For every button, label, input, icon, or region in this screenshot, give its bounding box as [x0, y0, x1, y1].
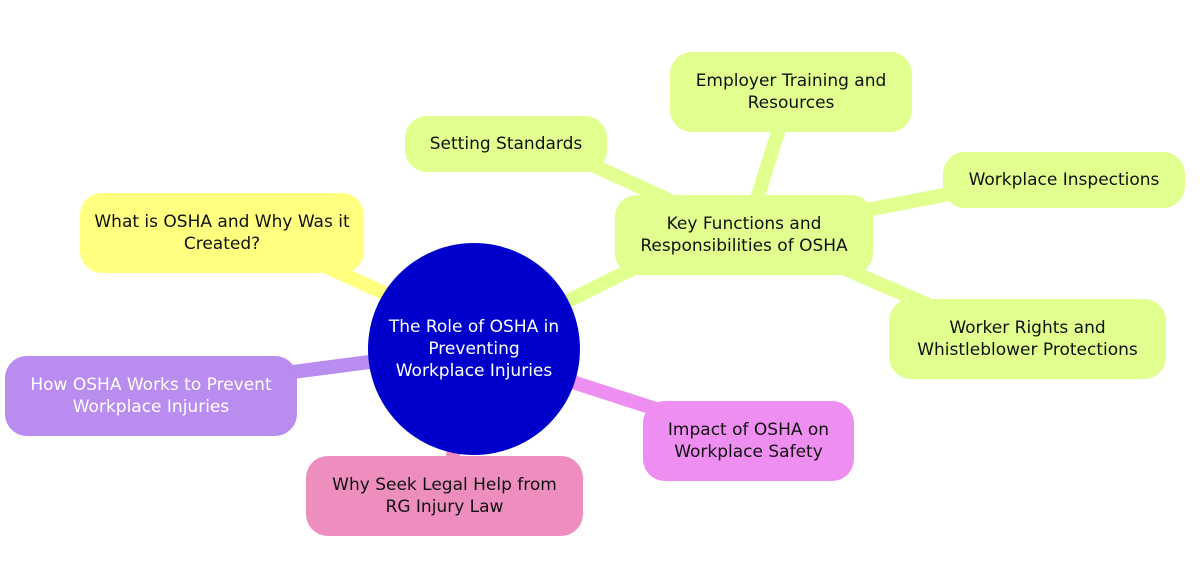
node-impact-label: Impact of OSHA on Workplace Safety — [667, 420, 830, 462]
node-setting-standards: Setting Standards — [405, 116, 607, 172]
node-setting-standards-label: Setting Standards — [429, 134, 583, 154]
node-worker-rights-label: Worker Rights and Whistleblower Protecti… — [917, 318, 1138, 360]
node-impact: Impact of OSHA on Workplace Safety — [643, 401, 854, 481]
node-what-is-osha: What is OSHA and Why Was it Created? — [80, 193, 364, 273]
root-node: The Role of OSHA in Preventing Workplace… — [368, 243, 580, 455]
node-workplace-inspections-label: Workplace Inspections — [968, 170, 1160, 190]
node-key-functions-label: Key Functions and Responsibilities of OS… — [640, 214, 848, 256]
node-legal-help-label: Why Seek Legal Help from RG Injury Law — [332, 475, 557, 517]
node-how-osha-works: How OSHA Works to Prevent Workplace Inju… — [5, 356, 297, 436]
node-workplace-inspections: Workplace Inspections — [943, 152, 1185, 208]
node-worker-rights: Worker Rights and Whistleblower Protecti… — [889, 299, 1166, 379]
root-node-label: The Role of OSHA in Preventing Workplace… — [388, 317, 560, 381]
node-how-osha-works-label: How OSHA Works to Prevent Workplace Inju… — [30, 375, 272, 417]
node-key-functions: Key Functions and Responsibilities of OS… — [615, 195, 873, 275]
node-legal-help: Why Seek Legal Help from RG Injury Law — [306, 456, 583, 536]
node-employer-training: Employer Training and Resources — [670, 52, 912, 132]
node-what-is-osha-label: What is OSHA and Why Was it Created? — [94, 212, 350, 254]
node-employer-training-label: Employer Training and Resources — [695, 71, 887, 113]
